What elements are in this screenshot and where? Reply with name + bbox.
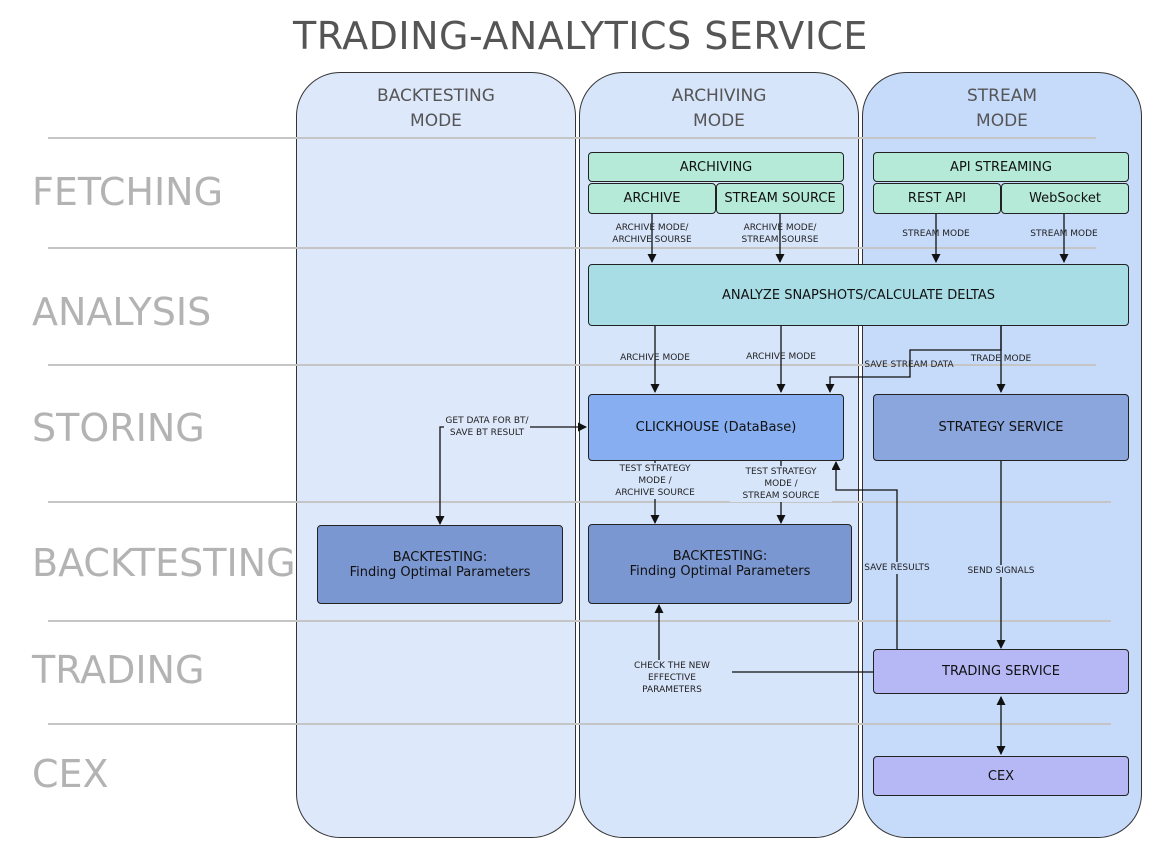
label-line: GET DATA FOR BT/ [445,416,529,426]
label-line: MODE / [764,479,798,489]
label-archive-mode-stream: ARCHIVE MODE/ STREAM SOURSE [730,222,830,246]
label-line: SAVE BT RESULT [449,428,525,438]
stream-mode-header-line1: STREAM [966,86,1038,106]
lane-separator [48,364,1096,366]
label-check-params: CHECK THE NEW EFFECTIVE PARAMETERS [612,660,732,696]
label-line: ARCHIVE SOURCE [615,488,695,498]
label-line: PARAMETERS [642,685,702,695]
label-archive-mode-1: ARCHIVE MODE [620,353,690,363]
label-line: CHECK THE NEW EFFECTIVE [634,661,710,683]
label-line: STREAM SOURCE [742,491,820,501]
edge-get-data-bt-down [435,426,451,525]
clickhouse-node: CLICKHOUSE (DataBase) [588,394,844,461]
row-label-trading: TRADING [32,648,205,692]
archiving-mode-header-line2: MODE [693,111,745,131]
row-label-cex: CEX [32,752,109,796]
archive-node: ARCHIVE [588,183,716,214]
websocket-node: WebSocket [1001,183,1129,214]
archiving-mode-header: ARCHIVING MODE [579,84,859,134]
label-line: ARCHIVE MODE/ [615,223,689,233]
row-label-analysis: ANALYSIS [32,290,212,334]
stream-source-node: STREAM SOURCE [716,183,844,214]
stream-mode-header: STREAM MODE [862,84,1142,134]
row-label-fetching: FETCHING [32,170,224,214]
row-label-backtesting: BACKTESTING [32,541,296,585]
diagram-title: TRADING-ANALYTICS SERVICE [293,14,868,58]
lane-separator [48,620,1111,622]
analyze-snapshots-node: ANALYZE SNAPSHOTS/CALCULATE DELTAS [588,264,1129,326]
label-line: TEST STRATEGY [745,467,817,477]
trading-service-node: TRADING SERVICE [873,649,1129,694]
lane-separator [48,723,1111,725]
backtesting-mode-header-line1: BACKTESTING [377,86,495,106]
strategy-service-node: STRATEGY SERVICE [873,394,1129,461]
edge-save-stream-data [825,326,1002,393]
label-line: STREAM SOURSE [741,235,819,245]
lane-separator [48,247,1096,249]
archiving-node: ARCHIVING [588,152,844,182]
backtesting-mid-title: BACKTESTING: [672,549,768,564]
lane-separator [48,501,1111,503]
label-line: TEST STRATEGY [619,464,691,474]
label-test-strategy-archive: TEST STRATEGY MODE / ARCHIVE SOURCE [604,463,706,499]
label-send-signals: SEND SIGNALS [966,565,1036,577]
backtesting-left-subtitle: Finding Optimal Parameters [349,564,531,580]
label-test-strategy-stream: TEST STRATEGY MODE / STREAM SOURCE [730,466,832,502]
label-get-data-bt: GET DATA FOR BT/ SAVE BT RESULT [444,415,530,439]
backtesting-mode-header: BACKTESTING MODE [296,84,576,134]
backtesting-left-node: BACKTESTING: Finding Optimal Parameters [317,525,563,604]
backtesting-mode-header-line2: MODE [410,111,462,131]
label-line: MODE / [638,476,672,486]
backtesting-mid-node: BACKTESTING: Finding Optimal Parameters [588,524,852,604]
api-streaming-node: API STREAMING [873,152,1129,182]
stream-mode-header-line2: MODE [976,111,1028,131]
label-stream-mode-1: STREAM MODE [902,229,970,239]
label-line: ARCHIVE SOURSE [612,235,692,245]
backtesting-mode-column [296,72,576,838]
row-label-storing: STORING [32,406,205,450]
rest-api-node: REST API [873,183,1001,214]
label-archive-mode-source: ARCHIVE MODE/ ARCHIVE SOURSE [602,222,702,246]
archiving-mode-header-line1: ARCHIVING [671,86,767,106]
cex-node: CEX [873,756,1129,796]
label-line: ARCHIVE MODE/ [743,223,817,233]
lane-separator [48,137,1096,139]
label-trade-mode: TRADE MODE [970,354,1032,364]
label-archive-mode-2: ARCHIVE MODE [746,352,816,362]
label-save-results: SAVE RESULTS [864,562,930,574]
label-stream-mode-2: STREAM MODE [1030,229,1098,239]
backtesting-left-title: BACKTESTING: [392,549,488,565]
backtesting-mid-subtitle: Finding Optimal Parameters [629,564,811,579]
label-save-stream-data: SAVE STREAM DATA [864,360,954,370]
